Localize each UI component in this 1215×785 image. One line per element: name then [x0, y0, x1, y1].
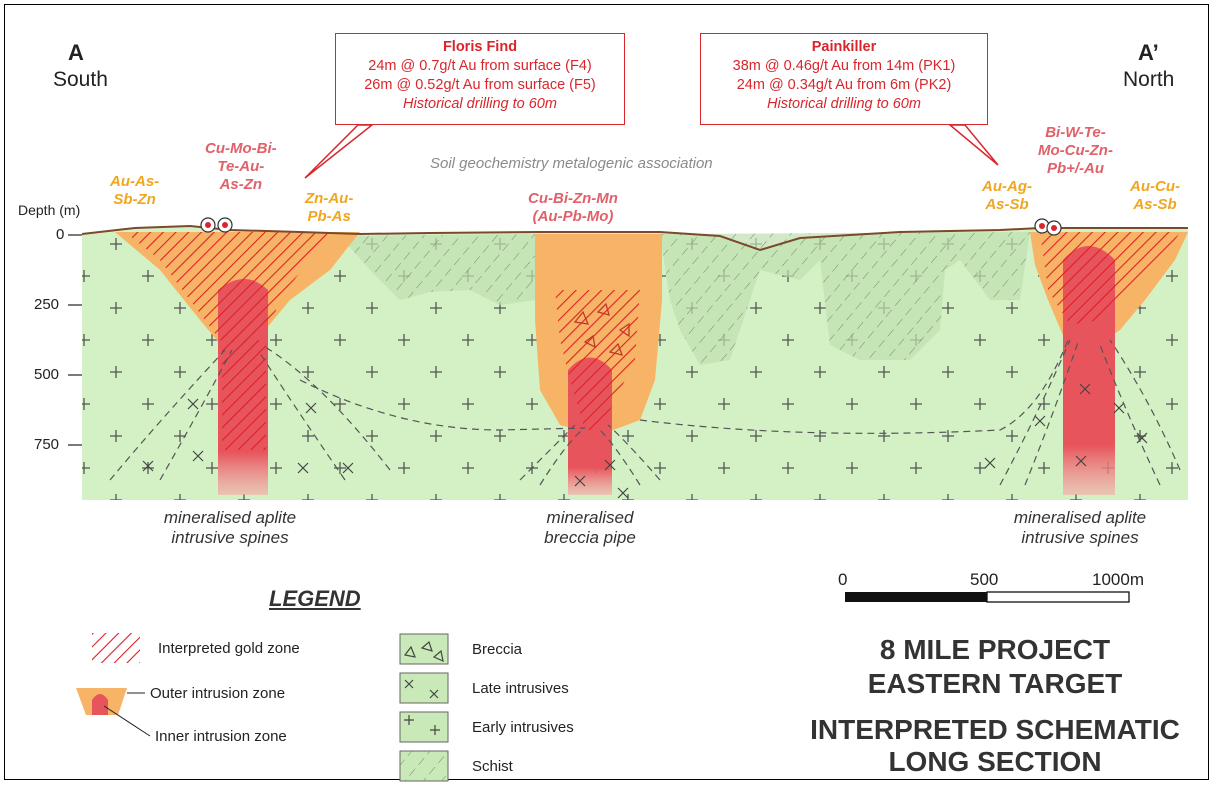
legend-label: Early intrusives [472, 719, 574, 736]
legend-label: Interpreted gold zone [158, 640, 300, 657]
callout-title: Painkiller [701, 38, 987, 57]
callout-line: 38m @ 0.46g/t Au from 14m (PK1) [701, 57, 987, 76]
legend-label: Schist [472, 758, 513, 775]
assoc-label: Au-Ag- As-Sb [982, 178, 1032, 214]
depth-tick-750: 750 [34, 436, 59, 453]
depth-tick-0: 0 [56, 226, 64, 243]
feature-label: mineralised aplite intrusive spines [990, 508, 1170, 548]
depth-tick-250: 250 [34, 296, 59, 313]
section-end-letter: A’ [1138, 40, 1159, 66]
callout-painkiller: Painkiller 38m @ 0.46g/t Au from 14m (PK… [700, 33, 988, 125]
title-line-3: INTERPRETED SCHEMATIC [795, 713, 1195, 747]
legend-label: Outer intrusion zone [150, 685, 285, 702]
callout-line: 24m @ 0.34g/t Au from 6m (PK2) [701, 76, 987, 95]
feature-label: mineralised breccia pipe [520, 508, 660, 548]
section-end-direction: North [1123, 68, 1174, 92]
soil-geochem-caption: Soil geochemistry metalogenic associatio… [430, 155, 713, 172]
title-line-4: LONG SECTION [795, 745, 1195, 779]
scale-bar [845, 592, 1129, 602]
feature-label: mineralised aplite intrusive spines [140, 508, 320, 548]
callout-title: Floris Find [336, 38, 624, 57]
depth-axis-label: Depth (m) [18, 202, 80, 218]
scale-label-1000: 1000m [1092, 570, 1144, 590]
callout-note: Historical drilling to 60m [336, 95, 624, 114]
legend-hatch-icon [92, 633, 140, 663]
title-line-1: 8 MILE PROJECT [795, 633, 1195, 667]
section-start-letter: A [68, 40, 84, 66]
assoc-label: Au-As- Sb-Zn [110, 173, 159, 209]
legend-label: Late intrusives [472, 680, 569, 697]
callout-note: Historical drilling to 60m [701, 95, 987, 114]
legend-label: Inner intrusion zone [155, 728, 287, 745]
scale-label-0: 0 [838, 570, 847, 590]
callout-pointer-right [950, 125, 998, 165]
depth-axis-ticks [68, 235, 82, 445]
callout-line: 24m @ 0.7g/t Au from surface (F4) [336, 57, 624, 76]
scale-label-500: 500 [970, 570, 998, 590]
assoc-label: Cu-Mo-Bi- Te-Au- As-Zn [205, 140, 277, 194]
callout-pointer-left [305, 125, 372, 178]
assoc-label: Au-Cu- As-Sb [1130, 178, 1180, 214]
section-start-direction: South [53, 68, 108, 92]
gold-zone-left-deep [222, 340, 266, 450]
legend-title: LEGEND [269, 586, 361, 612]
assoc-label: Zn-Au- Pb-As [305, 190, 353, 226]
assoc-label: Bi-W-Te- Mo-Cu-Zn- Pb+/-Au [1038, 124, 1113, 178]
title-line-2: EASTERN TARGET [795, 667, 1195, 701]
callout-floris-find: Floris Find 24m @ 0.7g/t Au from surface… [335, 33, 625, 125]
callout-line: 26m @ 0.52g/t Au from surface (F5) [336, 76, 624, 95]
legend-label: Breccia [472, 641, 522, 658]
depth-tick-500: 500 [34, 366, 59, 383]
assoc-label: Cu-Bi-Zn-Mn (Au-Pb-Mo) [528, 190, 618, 226]
legend-inner-zone-icon [92, 694, 108, 715]
